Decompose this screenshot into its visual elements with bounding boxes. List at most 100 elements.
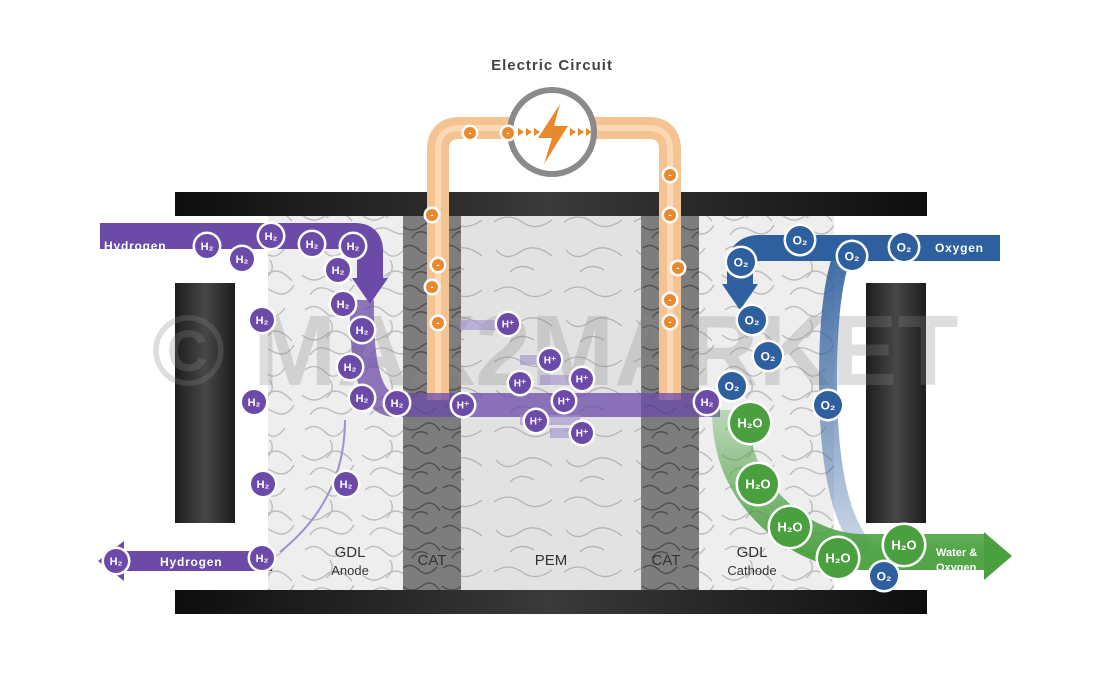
proton-dot <box>509 372 531 394</box>
h2-molecule-dot <box>104 549 128 573</box>
electron: - <box>423 278 441 296</box>
o2-molecule: O₂ <box>867 559 901 593</box>
hydrogen-exhaust-band <box>120 551 272 571</box>
electron-label: - <box>431 282 434 292</box>
o2-molecule-label: O₂ <box>761 349 776 363</box>
layer-label-pem: PEM <box>535 552 568 569</box>
proton: H⁺ <box>536 346 564 374</box>
o2-molecule-label: O₂ <box>793 233 808 247</box>
h2-molecule-dot <box>250 308 274 332</box>
o2-molecule-label: O₂ <box>734 255 749 269</box>
electron: - <box>661 291 679 309</box>
electron: - <box>499 124 517 142</box>
o2-molecule-label: O₂ <box>897 240 912 254</box>
electron-dot <box>464 127 476 139</box>
cathode-end-plate <box>866 283 926 523</box>
electron-dot <box>426 281 438 293</box>
o2-molecule-dot <box>718 372 746 400</box>
electron-dot <box>502 127 514 139</box>
electron-dot <box>426 209 438 221</box>
proton: H⁺ <box>506 369 534 397</box>
o2-molecule-label: O₂ <box>821 398 836 412</box>
proton-dot <box>553 390 575 412</box>
electron-dot <box>664 294 676 306</box>
h2-molecule-label: H₂ <box>201 241 214 253</box>
h2-molecule: H₂ <box>338 231 368 261</box>
h2-molecule: H₂ <box>335 352 365 382</box>
circuit-title: Electric Circuit <box>491 57 613 74</box>
h2-molecule-dot <box>341 234 365 258</box>
electron-dot <box>664 209 676 221</box>
o2-molecule-dot <box>786 226 814 254</box>
o2-molecule-dot <box>738 306 766 334</box>
h2-molecule-dot <box>338 355 362 379</box>
h2-molecule-label: H₂ <box>110 556 123 568</box>
electric-circuit <box>427 87 681 400</box>
electron-label: - <box>669 210 672 220</box>
h2o-molecule-dot <box>884 525 924 565</box>
h2-molecule-label: H₂ <box>332 265 345 277</box>
o2-molecule-label: O₂ <box>745 313 760 327</box>
proton-label: H⁺ <box>530 417 543 428</box>
h2-molecule: H₂ <box>328 289 358 319</box>
o2-molecule: O₂ <box>835 239 869 273</box>
h2-molecule-dot <box>331 292 355 316</box>
h2-molecule-dot <box>326 258 350 282</box>
o2-molecule-dot <box>870 562 898 590</box>
h2o-molecule: H₂O <box>815 535 861 581</box>
layer-sublabel-gdl-anode: Anode <box>331 563 369 578</box>
h2-molecule: H₂ <box>227 244 257 274</box>
proton-dot <box>525 410 547 432</box>
h2-molecule: H₂ <box>347 315 377 345</box>
h2-molecule-label: H₂ <box>356 325 369 337</box>
h2-molecule-label: H₂ <box>344 362 357 374</box>
h2-molecule-label: H₂ <box>347 241 360 253</box>
proton-label: H⁺ <box>514 379 527 390</box>
proton-dot <box>497 313 519 335</box>
electron: - <box>423 206 441 224</box>
o2-molecule: O₂ <box>724 245 758 279</box>
electron-dot <box>432 317 444 329</box>
proton: H⁺ <box>568 419 596 447</box>
h2o-molecule-dot <box>818 538 858 578</box>
h2-molecule: H₂ <box>239 387 269 417</box>
h2-molecule: H₂ <box>192 231 222 261</box>
h2-molecule-dot <box>251 472 275 496</box>
electron-label: - <box>437 260 440 270</box>
o2-molecule-dot <box>890 233 918 261</box>
h2-molecule: H₂ <box>256 221 286 251</box>
h2-molecule: H₂ <box>323 255 353 285</box>
h2-molecule-label: H₂ <box>337 299 350 311</box>
o2-molecule: O₂ <box>735 303 769 337</box>
h2-molecule: H₂ <box>101 546 131 576</box>
flow-arrow-icon <box>518 128 592 136</box>
proton: H⁺ <box>550 387 578 415</box>
h2-molecule-dot <box>259 224 283 248</box>
h2-molecule-dot <box>350 386 374 410</box>
electron: - <box>661 313 679 331</box>
electron: - <box>661 206 679 224</box>
electron: - <box>429 314 447 332</box>
proton-dot <box>452 394 474 416</box>
h2-molecule: H₂ <box>331 469 361 499</box>
layer-label-gdl-anode: GDL <box>335 544 366 561</box>
h2-molecule-label: H₂ <box>256 315 269 327</box>
h2-molecule: H₂ <box>347 383 377 413</box>
h2-molecule-dot <box>230 247 254 271</box>
h2-molecule-label: H₂ <box>256 553 269 565</box>
top-plate <box>175 192 927 216</box>
h2o-molecule-label: H₂O <box>737 416 762 431</box>
h2-molecule-label: H₂ <box>265 231 278 243</box>
h2-molecule-label: H₂ <box>248 397 261 409</box>
h2-molecule-dot <box>334 472 358 496</box>
electron: - <box>669 259 687 277</box>
electron-label: - <box>469 128 472 138</box>
h2-molecule: H₂ <box>247 305 277 335</box>
h2-molecule: H₂ <box>247 543 277 573</box>
water-oxygen-label-line2: Oxygen <box>936 562 977 574</box>
electron-label: - <box>437 318 440 328</box>
h2o-molecule-dot <box>738 464 778 504</box>
